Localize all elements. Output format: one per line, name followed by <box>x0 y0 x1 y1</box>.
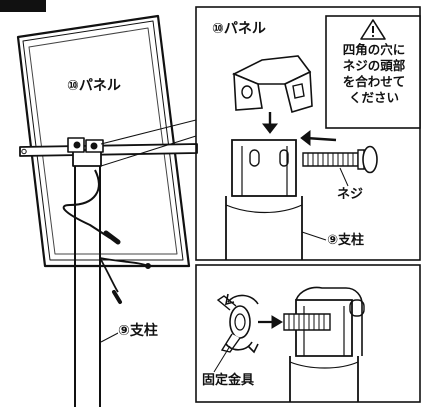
corner-mark <box>0 0 46 12</box>
warning-line-1: 四角の穴に <box>342 42 406 57</box>
main-illustration <box>16 14 198 407</box>
detail-pole-label: ⑨支柱 <box>327 233 365 249</box>
warning-line-3: を合わせて <box>342 74 406 89</box>
warning-line-2: ネジの頭部 <box>342 58 406 73</box>
top-detail-box <box>100 6 421 261</box>
crossbar <box>19 143 198 157</box>
screw-label: ネジ <box>337 187 364 203</box>
fixing-bracket-label: 固定金具 <box>202 373 255 389</box>
cable <box>62 169 111 239</box>
warning-triangle-icon <box>360 19 386 40</box>
warning-message: 四角の穴に ネジの頭部 を合わせて ください <box>328 42 420 106</box>
warning-line-4: ください <box>348 90 399 105</box>
detail-panel-label: ⑩パネル <box>212 21 266 37</box>
solar-panel <box>16 14 191 268</box>
pole-label: ⑨支柱 <box>118 323 158 339</box>
panel-label: ⑩パネル <box>67 78 121 94</box>
bottom-detail-box <box>195 264 421 403</box>
rotate-arrows-icon <box>224 293 259 354</box>
